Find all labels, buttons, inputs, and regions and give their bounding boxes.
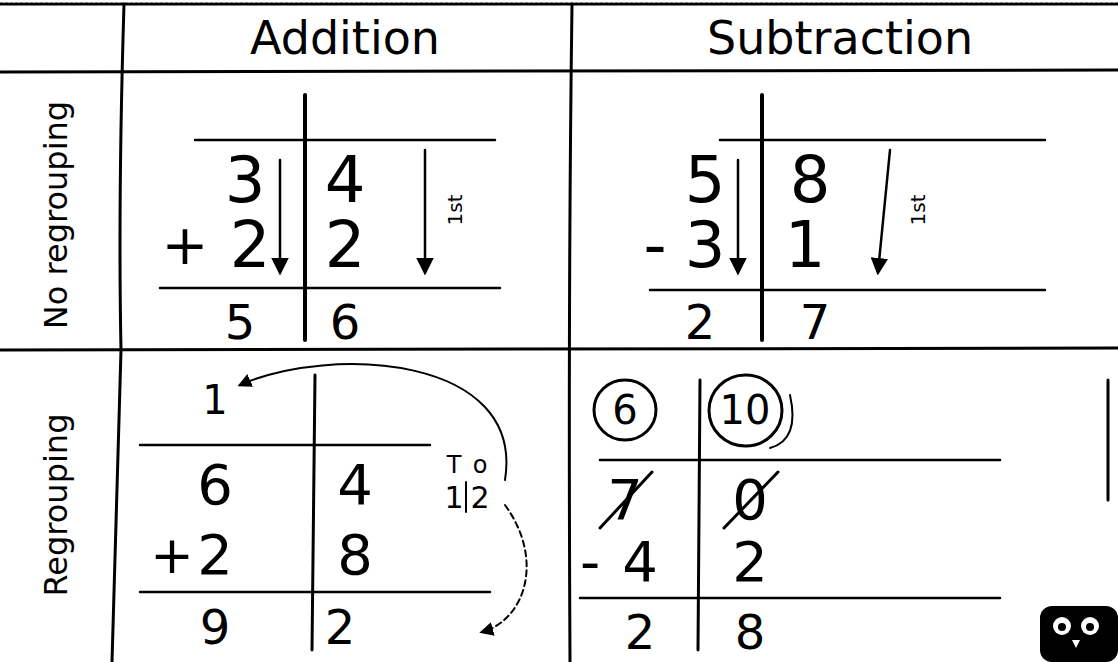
column-header: Addition <box>250 15 440 61</box>
difference-line <box>580 597 1000 600</box>
place-note: 2 <box>470 483 489 513</box>
down-arrow <box>424 150 427 272</box>
circled-digit: 10 <box>720 390 771 430</box>
answer-digit: 8 <box>735 608 766 656</box>
digit: 6 <box>197 457 233 513</box>
digit: 8 <box>337 527 373 583</box>
digit: 8 <box>790 148 831 212</box>
step-note: 1st <box>445 195 465 226</box>
answer-digit: 9 <box>200 603 231 651</box>
digit: 4 <box>622 534 658 590</box>
digit: 2 <box>325 213 366 277</box>
place-note: o <box>473 453 488 477</box>
down-arrow <box>279 160 282 272</box>
circled-number: 10 <box>707 372 784 449</box>
tens-ones-divider <box>465 482 467 512</box>
column-header: Subtraction <box>707 15 973 61</box>
digit: 2 <box>732 534 768 590</box>
place-value-divider <box>312 375 315 650</box>
digit: 3 <box>225 148 266 212</box>
carried-digit: 1 <box>202 380 227 420</box>
difference-line <box>650 289 1045 292</box>
row-header: No regrouping <box>40 101 72 329</box>
digit: 2 <box>230 213 271 277</box>
answer-digit: 6 <box>330 298 361 346</box>
cross-out <box>724 472 778 528</box>
middle-column-line <box>569 4 572 662</box>
circled-digit: 6 <box>612 390 637 430</box>
digit: 4 <box>325 148 366 212</box>
carry-arrow <box>240 364 506 480</box>
operator: - <box>643 213 666 277</box>
down-arrow <box>878 150 890 272</box>
step-note: 1st <box>908 195 928 226</box>
header-line <box>0 70 1118 72</box>
answer-digit: 2 <box>685 298 716 346</box>
left-column-line <box>112 4 124 662</box>
owl-logo <box>1040 606 1118 662</box>
operator: + <box>162 217 209 273</box>
circled-number: 6 <box>592 377 658 443</box>
answer-digit: 5 <box>225 298 256 346</box>
digit: 3 <box>685 213 726 277</box>
place-note: 1 <box>444 483 463 513</box>
top-border <box>0 3 1118 6</box>
answer-digit: 7 <box>800 298 831 346</box>
row-header: Regrouping <box>40 414 72 597</box>
underline <box>140 444 430 447</box>
answer-digit: 2 <box>625 608 656 656</box>
right-edge-line <box>1107 380 1110 500</box>
crossed-digit: 0 <box>732 472 768 528</box>
sum-line <box>140 591 490 594</box>
place-note: T <box>447 453 462 477</box>
sum-line <box>160 287 500 290</box>
operator: + <box>150 529 194 581</box>
crossed-digit: 7 <box>607 472 643 528</box>
digit: 2 <box>197 527 233 583</box>
place-value-divider <box>760 95 764 340</box>
cross-out <box>600 472 652 528</box>
underline <box>600 459 1000 462</box>
ones-arrow <box>482 505 527 632</box>
row-line <box>0 348 1118 350</box>
digit: 4 <box>337 457 373 513</box>
digit: 1 <box>785 213 826 277</box>
place-value-divider <box>303 95 307 340</box>
answer-digit: 2 <box>325 603 356 651</box>
down-arrow <box>737 160 740 272</box>
underline <box>195 139 495 142</box>
operator: - <box>580 534 600 590</box>
place-value-divider <box>698 380 700 650</box>
underline <box>720 139 1045 142</box>
digit: 5 <box>685 148 726 212</box>
